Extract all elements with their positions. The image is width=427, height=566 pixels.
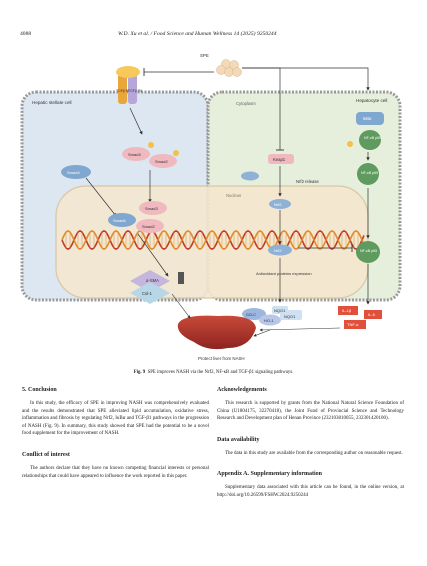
nfkb-free [357, 163, 379, 185]
nfkb-nuc [356, 241, 380, 263]
nqo1-label: NQO1 [274, 308, 286, 313]
smad3-nuc-label: Smad3 [145, 206, 158, 211]
ack-heading: Acknowledgements [217, 387, 267, 393]
nrf2-nuc-label: Nrf2 [274, 248, 282, 253]
right-column: Acknowledgements This research is suppor… [217, 387, 404, 514]
nrf2-cyto [269, 199, 291, 209]
smad4-nuc [108, 213, 136, 227]
smad2-label: Smad2 [155, 159, 168, 164]
smad2-cyto [149, 154, 177, 168]
smad2-nuc [136, 219, 164, 233]
nfkb-nuc-label: NF-κB p65 [360, 249, 377, 253]
nrf2-nuc [268, 244, 292, 256]
conclusion-paragraph: In this study, the efficacy of SPE in im… [22, 401, 209, 437]
fibrosis-markers [130, 270, 170, 304]
keap1 [268, 154, 294, 164]
running-header: 4088 W.D. Xu et al. / Food Science and H… [0, 31, 427, 41]
smad4-label: Smad4 [67, 170, 80, 175]
smad3-nuc [139, 201, 167, 215]
il1b-box [338, 306, 358, 315]
hepatocyte-label: Hepatocyte cell [356, 98, 387, 103]
smad4-nuc-label: Smad4 [113, 218, 126, 223]
keap1-label: Keap1 [273, 157, 286, 162]
down-arrow-icon [178, 272, 184, 284]
phospho-icon [173, 150, 179, 156]
smad4-cyto [61, 165, 91, 179]
phospho-icon [347, 141, 353, 147]
nqo1-label-2: NQO1 [284, 314, 296, 319]
nrf2-label: Nrf2 [274, 202, 282, 207]
gclc-label: GCLC [246, 313, 256, 317]
conclusion-heading: 5. Conclusion [22, 387, 57, 393]
pathway-figure: Hepatic stellate cell Hepatocyte cell Cy… [18, 48, 410, 366]
availability-paragraph: The data in this study are available fro… [225, 450, 403, 456]
nrf2-release-label: Nrf2 release [296, 179, 319, 184]
page-number: 4088 [20, 31, 32, 37]
figure-caption: Fig. 9 SPE improves NASH via the Nrf2, N… [0, 370, 427, 375]
caption-text: SPE improves NASH via the Nrf2, NF-κB an… [147, 370, 294, 375]
availability-heading: Data availability [217, 436, 260, 443]
tgfbr1-label: TGFβ RI [116, 89, 129, 93]
tnfa-label: TNF-α [347, 322, 359, 327]
protect-label: Protect liver from NASH [198, 356, 245, 361]
conflict-heading: Conflict of interest [22, 451, 70, 458]
nfkb-free-label: NF-κB p65 [361, 171, 378, 175]
appendix-heading: Appendix A. Supplementary information [217, 471, 323, 478]
il6-box [364, 310, 382, 319]
asma-label: α-SMA [146, 278, 159, 283]
journal-citation: W.D. Xu et al. / Food Science and Human … [118, 31, 277, 37]
conflict-paragraph: The authors declare that they have no kn… [22, 465, 209, 479]
il6-label: IL-6 [368, 312, 376, 317]
smad3-label: Smad3 [128, 152, 141, 157]
left-column: 5. Conclusion In this study, the efficac… [22, 387, 209, 494]
nucleus [55, 185, 369, 299]
liver-icon [177, 315, 256, 350]
nrf2-bound [241, 171, 259, 181]
appendix-paragraph: Supplementary data associated with this … [217, 485, 404, 498]
ikba-label: IκBα [363, 116, 372, 121]
tgfbr2-label: TGFβ RII [128, 89, 142, 93]
spe-label: SPE [200, 53, 209, 58]
nucleus-label: Nucleus [226, 193, 241, 198]
tgf-receptor [116, 66, 140, 104]
spe-particles [216, 59, 242, 77]
col1-label: Col-1 [142, 291, 153, 296]
caption-label: Fig. 9 [133, 370, 146, 375]
il1b-label: IL-1β [342, 308, 352, 313]
antioxidant-proteins [242, 306, 302, 326]
smad3-cyto [122, 147, 150, 161]
ho1-label: HO-1 [264, 318, 274, 323]
nfkb-bound [359, 130, 381, 150]
nfkb-label: NF-κB p65 [364, 136, 381, 140]
cytoplasm-label: Cytoplasm [236, 101, 256, 106]
ikba [356, 112, 384, 125]
smad2-nuc-label: Smad2 [142, 224, 155, 229]
dna-helix [61, 230, 365, 250]
hsc-label: Hepatic stellate cell [32, 100, 72, 105]
antioxidant-label: Antioxidant proteins expression [256, 271, 312, 276]
tnfa-box [344, 320, 366, 329]
ack-paragraph: This research is supported by grants fro… [217, 401, 404, 422]
phospho-icon [148, 142, 154, 148]
spe-to-ikba [242, 67, 370, 91]
pathway-diagram: Hepatic stellate cell Hepatocyte cell Cy… [20, 53, 402, 361]
